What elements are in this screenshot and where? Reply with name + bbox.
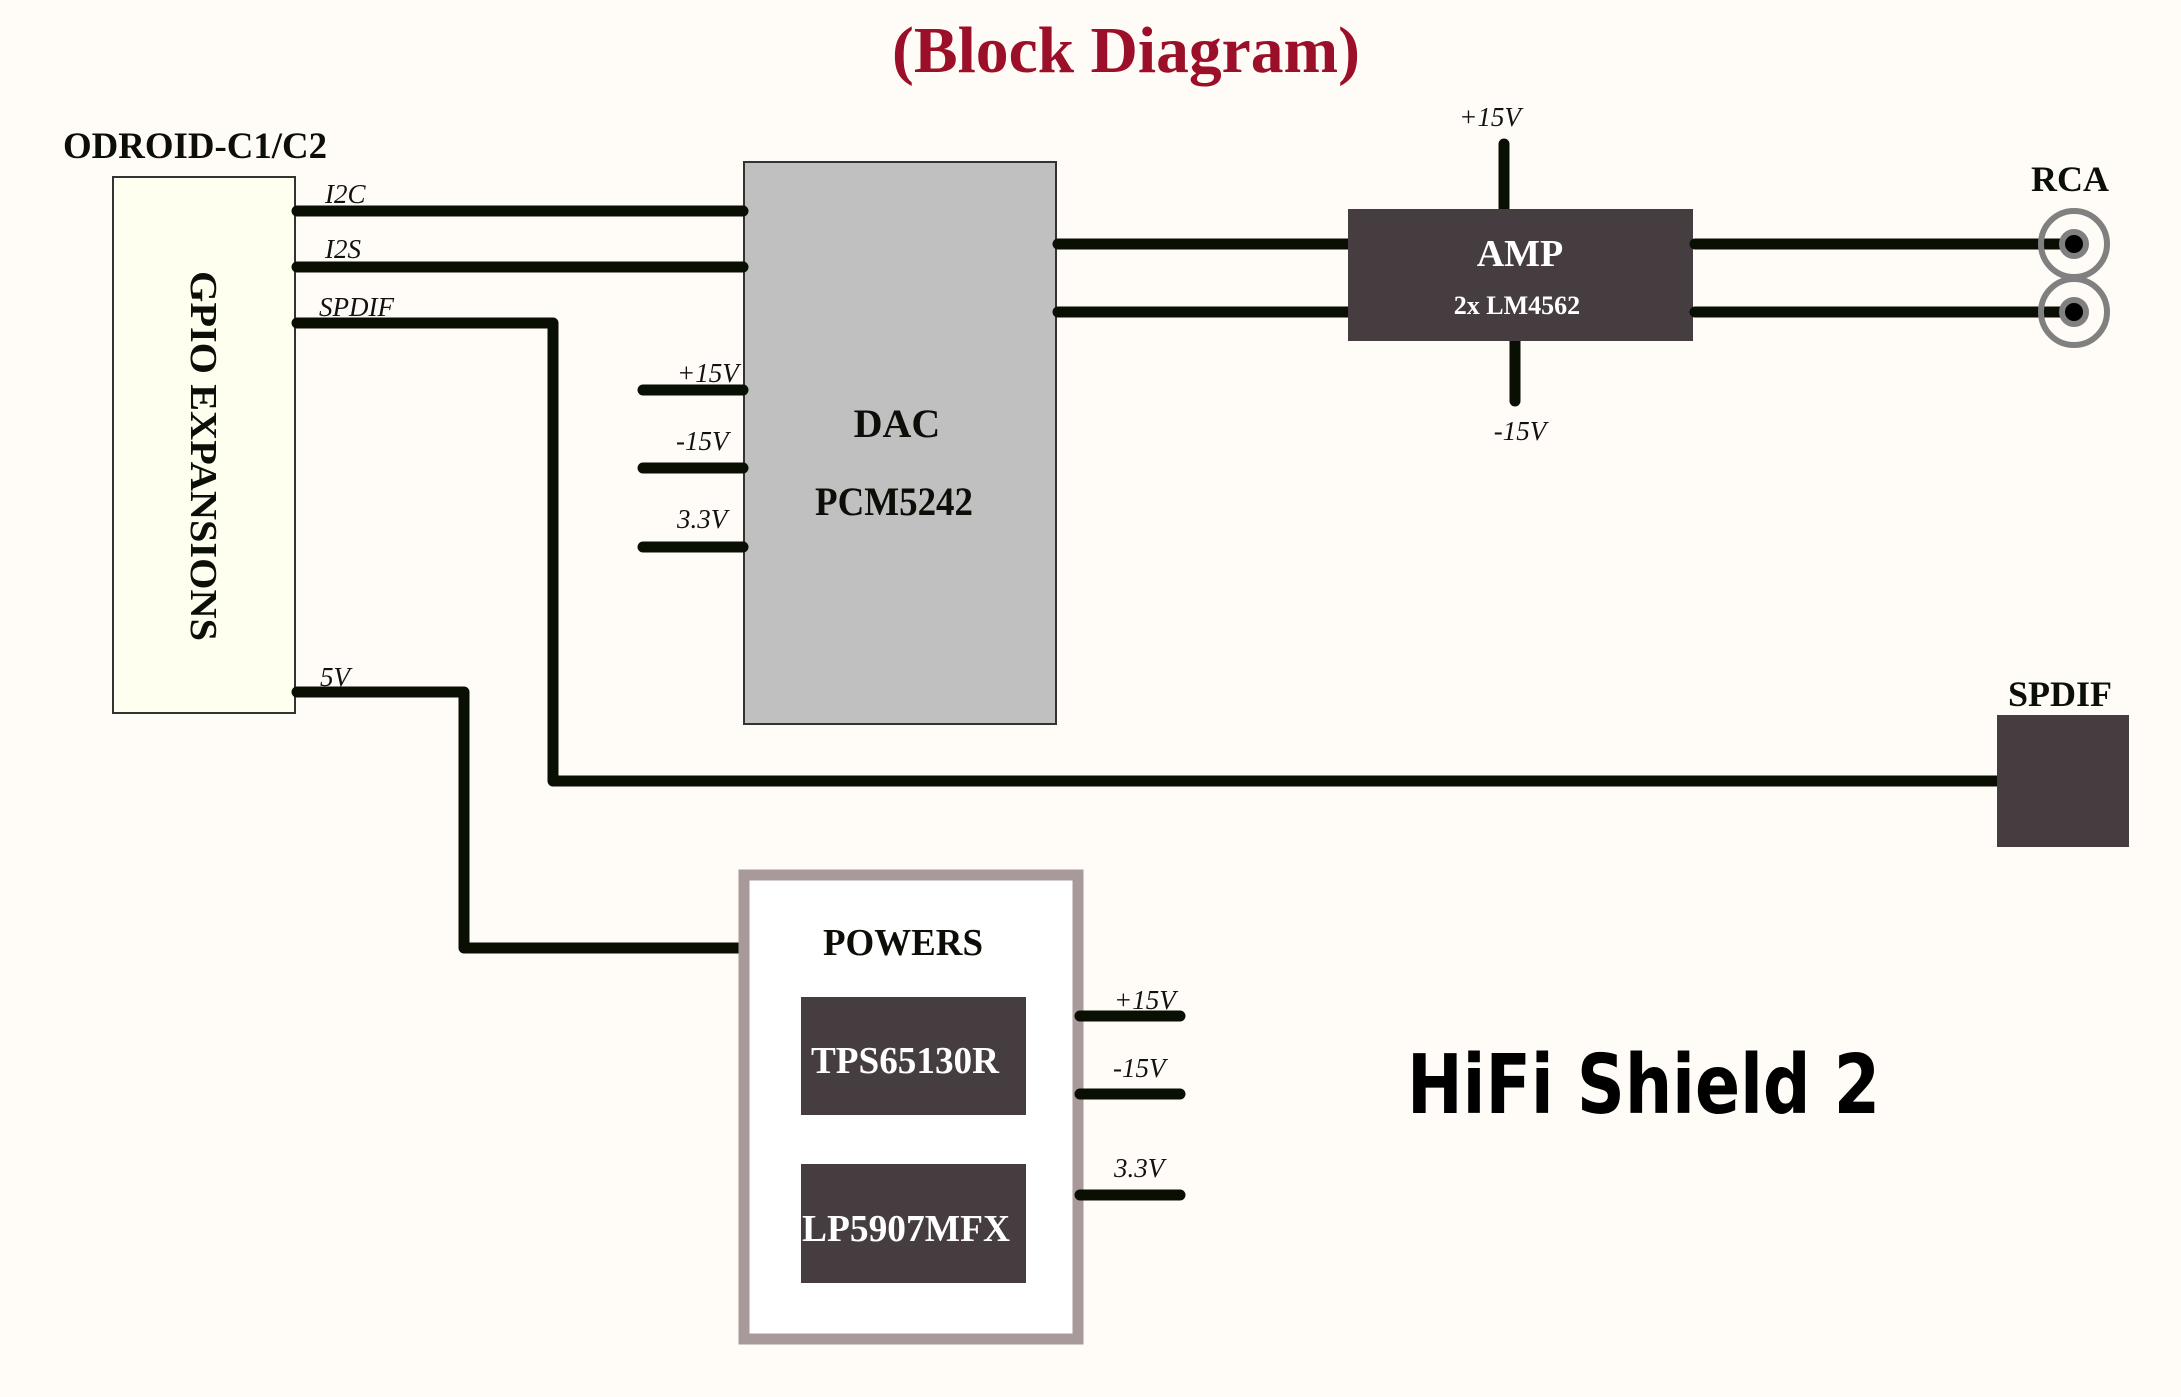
amp-box — [1348, 209, 1693, 341]
wire-5v — [291, 686, 746, 954]
dac-block: DAC PCM5242 — [743, 161, 1057, 725]
diagram-title: (Block Diagram) — [892, 14, 1360, 87]
dac-pin-label-plus15v: +15V — [677, 358, 742, 388]
rca-label: RCA — [2031, 159, 2109, 199]
dac-pin-label-minus15v: -15V — [676, 426, 732, 456]
amp-block: AMP 2x LM4562 +15V -15V — [1348, 102, 1693, 446]
amp-label-plus15v: +15V — [1459, 102, 1524, 132]
rca-outer-ring — [2038, 276, 2110, 348]
signal-label-spdif: SPDIF — [319, 292, 394, 322]
gpio-box — [112, 176, 296, 714]
dac-box — [743, 161, 1057, 725]
amp-label-minus15v: -15V — [1494, 416, 1550, 446]
chip-tps65130r-box — [801, 997, 1026, 1115]
powers-out-label-plus15v: +15V — [1114, 985, 1179, 1015]
powers-out-label-3v3: 3.3V — [1113, 1153, 1168, 1183]
spdif-out-label: SPDIF — [2008, 674, 2112, 714]
dac-part: PCM5242 — [815, 479, 973, 524]
dac-label: DAC — [854, 401, 941, 446]
amp-label: AMP — [1477, 233, 1564, 275]
gpio-expansions-block: GPIO EXPANSIONS — [112, 176, 296, 714]
wire-spdif — [291, 317, 2003, 787]
powers-label: POWERS — [823, 922, 983, 964]
powers-out-label-minus15v: -15V — [1113, 1053, 1169, 1083]
rca-center-pin — [2059, 229, 2089, 259]
amp-part: 2x LM4562 — [1454, 291, 1580, 320]
spdif-out-box — [1997, 715, 2129, 847]
powers-block: POWERS TPS65130R LP5907MFX — [738, 869, 1084, 1345]
host-label: ODROID-C1/C2 — [63, 126, 327, 167]
rca-jack-right — [2038, 276, 2110, 348]
signal-label-i2c: I2C — [324, 179, 366, 209]
chip-lp5907mfx-label: LP5907MFX — [802, 1208, 1010, 1250]
chip-tps65130r-label: TPS65130R — [811, 1040, 1000, 1082]
dac-pin-label-3v3: 3.3V — [676, 504, 731, 534]
signal-label-i2s: I2S — [324, 234, 361, 264]
rca-center-pin — [2059, 297, 2089, 327]
gpio-label: GPIO EXPANSIONS — [182, 271, 224, 641]
product-name: HiFi Shield 2 — [1407, 1038, 1880, 1133]
chip-lp5907mfx-box — [801, 1164, 1026, 1283]
